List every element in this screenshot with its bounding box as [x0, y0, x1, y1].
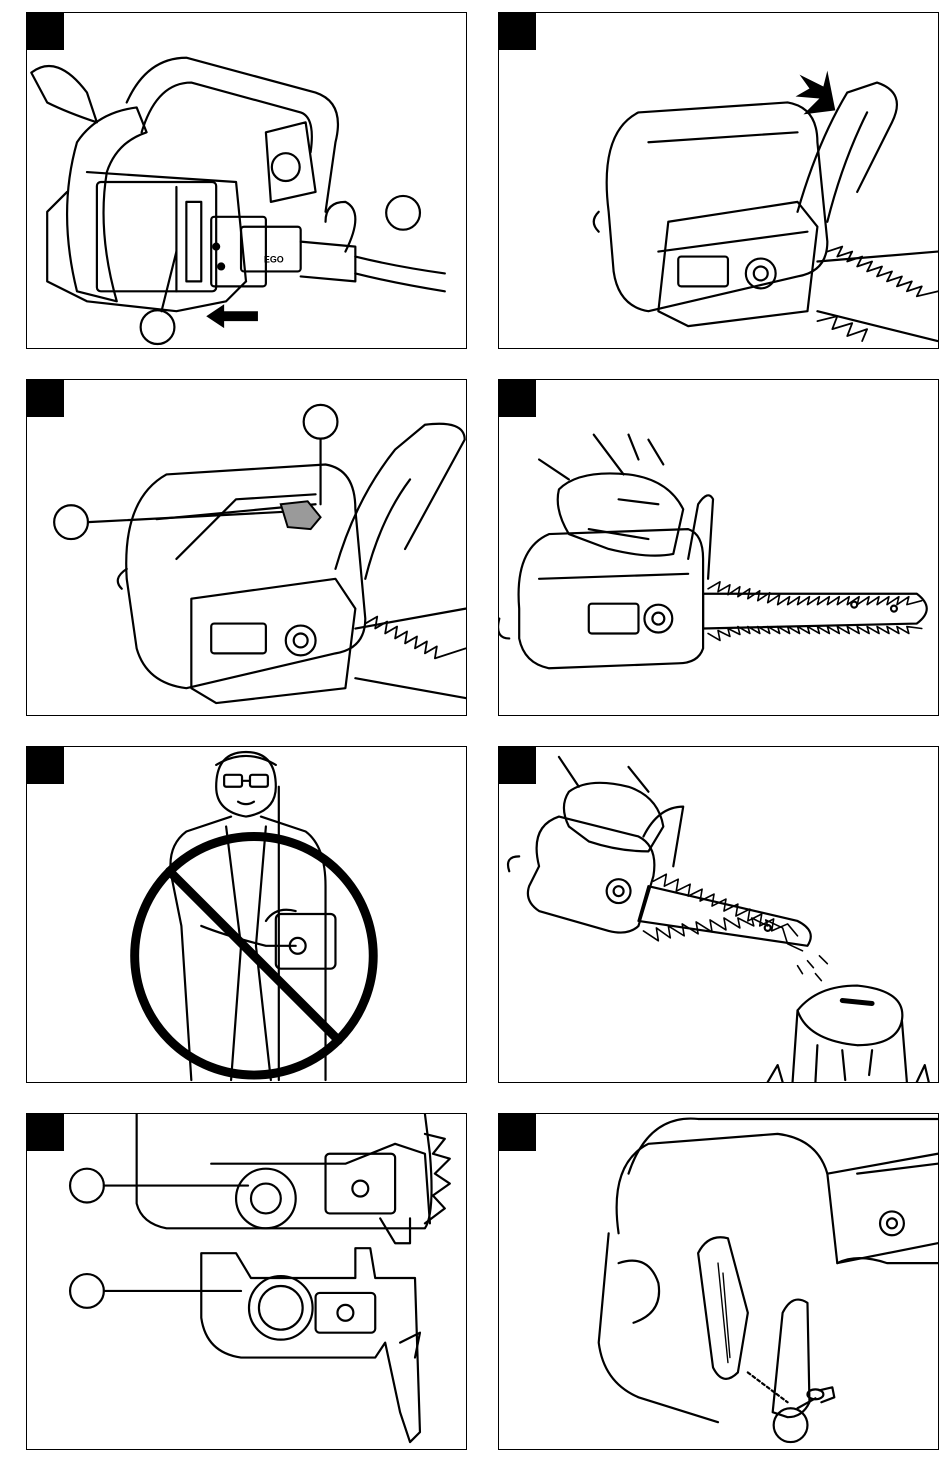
insert-direction-arrow — [206, 304, 258, 328]
cover-screw-illustration — [499, 1114, 938, 1449]
figure-7-sprocket-cover — [26, 1113, 467, 1450]
figure-8-cover-screw — [498, 1113, 939, 1450]
hand-grip-illustration — [499, 380, 938, 715]
oil-test-illustration — [499, 747, 938, 1082]
figure-5-prohibited-use — [26, 746, 467, 1083]
battery-insert-illustration: EGO — [27, 13, 466, 348]
lock-button-illustration — [499, 13, 938, 348]
figure-4-hand-grip — [498, 379, 939, 716]
prohibited-use-illustration — [27, 747, 466, 1082]
trigger-highlight — [281, 501, 321, 529]
figure-6-oil-test — [498, 746, 939, 1083]
figure-1-battery-insert: EGO — [26, 12, 467, 349]
figure-3-trigger-lockout — [26, 379, 467, 716]
sprocket-cover-illustration — [27, 1114, 466, 1449]
ego-wordmark: EGO — [264, 255, 284, 265]
trigger-lockout-illustration — [27, 380, 466, 715]
figure-2-lock-button — [498, 12, 939, 349]
